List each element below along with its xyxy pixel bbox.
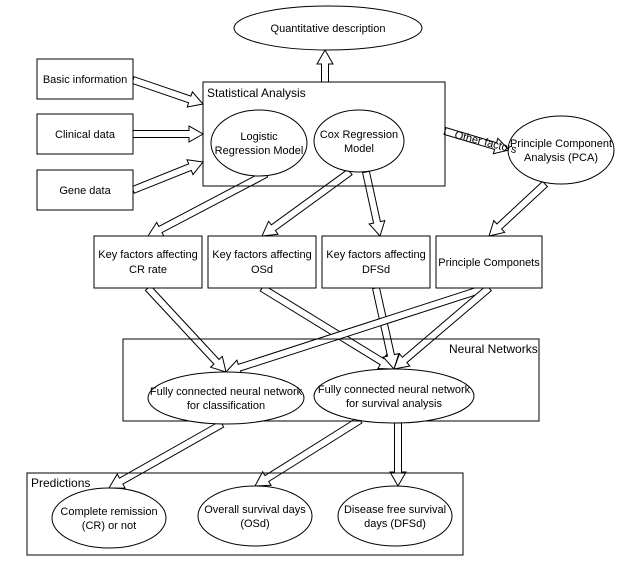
arrow-pca-to-components — [488, 180, 549, 237]
group-neural-networks-title: Neural Networks — [449, 342, 538, 356]
group-predictions: Predictions — [26, 472, 464, 556]
node-overall-survival-line2: (OSd) — [240, 518, 269, 530]
group-statistical-analysis-title: Statistical Analysis — [207, 86, 306, 100]
arrow-nn-surv-to-osd — [254, 416, 363, 487]
arrows-layer — [108, 48, 549, 489]
node-nn-classification: Fully connected neural network for class… — [147, 371, 305, 425]
node-logistic-regression-line2: Regression Model — [215, 145, 304, 157]
node-complete-remission: Complete remission (CR) or not — [51, 487, 167, 549]
node-nn-survival: Fully connected neural network for survi… — [313, 368, 475, 424]
node-key-factors-dfsd-line2: DFSd — [362, 264, 390, 276]
node-pca-line2: Analysis (PCA) — [524, 152, 598, 164]
arrow-basic-to-stats — [131, 76, 204, 108]
arrow-cox-to-key-os — [261, 168, 353, 237]
node-key-factors-cr-line2: CR rate — [129, 264, 167, 276]
node-key-factors-osd-line1: Key factors affecting — [212, 249, 311, 261]
node-basic-information-label: Basic information — [43, 74, 127, 86]
node-quantitative-description-label: Quantitative description — [271, 23, 386, 35]
arrow-stats-to-quantitative — [316, 48, 334, 83]
arrow-components-to-nn-class — [225, 284, 488, 376]
node-basic-information: Basic information — [36, 58, 134, 100]
arrow-nn-surv-to-dfsd — [389, 422, 407, 488]
arrow-key-cr-to-nn-class — [144, 284, 227, 373]
node-clinical-data-label: Clinical data — [55, 129, 116, 141]
node-clinical-data: Clinical data — [36, 113, 134, 155]
arrow-cox-to-key-dfs — [362, 170, 386, 237]
node-overall-survival-line1: Overall survival days — [204, 504, 306, 516]
group-predictions-title: Predictions — [31, 476, 90, 490]
node-disease-free-survival: Disease free survival days (DFSd) — [337, 485, 453, 547]
node-key-factors-dfsd-line1: Key factors affecting — [326, 249, 425, 261]
arrow-clinical-to-stats — [132, 125, 205, 143]
node-principle-components: Principle Componets — [435, 235, 543, 289]
node-quantitative-description: Quantitative description — [233, 5, 423, 51]
arrow-stats-to-pca — [443, 126, 510, 155]
node-nn-classification-line2: for classification — [187, 400, 265, 412]
node-key-factors-osd: Key factors affecting OSd — [207, 235, 317, 289]
node-disease-free-survival-line2: days (DFSd) — [364, 518, 426, 530]
node-nn-survival-line1: Fully connected neural network — [318, 384, 471, 396]
node-complete-remission-line1: Complete remission — [60, 506, 157, 518]
arrow-components-to-nn-surv — [393, 284, 493, 370]
arrow-gene-to-stats — [131, 159, 204, 194]
group-statistical-analysis: Statistical Analysis — [202, 81, 446, 187]
edge-label-other-factors: Other factors — [453, 129, 518, 156]
node-cox-regression: Cox Regression Model — [313, 109, 405, 173]
node-complete-remission-line2: (CR) or not — [82, 520, 136, 532]
node-key-factors-cr: Key factors affecting CR rate — [93, 235, 203, 289]
node-principle-components-label: Principle Componets — [438, 257, 540, 269]
node-overall-survival: Overall survival days (OSd) — [197, 485, 313, 547]
node-logistic-regression-line1: Logistic — [240, 131, 278, 143]
node-key-factors-osd-line2: OSd — [251, 264, 273, 276]
node-cox-regression-line2: Model — [344, 143, 374, 155]
node-cox-regression-line1: Cox Regression — [320, 129, 398, 141]
group-neural-networks: Neural Networks — [122, 338, 540, 422]
node-logistic-regression: Logistic Regression Model — [210, 109, 308, 177]
node-gene-data-label: Gene data — [59, 185, 111, 197]
node-pca: Principle Component Analysis (PCA) — [507, 115, 615, 185]
node-nn-classification-line1: Fully connected neural network — [150, 386, 303, 398]
node-disease-free-survival-line1: Disease free survival — [344, 504, 446, 516]
arrow-nn-class-to-cr — [108, 420, 225, 489]
node-key-factors-cr-line1: Key factors affecting — [98, 249, 197, 261]
node-key-factors-dfsd: Key factors affecting DFSd — [321, 235, 431, 289]
node-nn-survival-line2: for survival analysis — [346, 398, 442, 410]
node-gene-data: Gene data — [36, 169, 134, 211]
node-pca-line1: Principle Component — [510, 138, 612, 150]
